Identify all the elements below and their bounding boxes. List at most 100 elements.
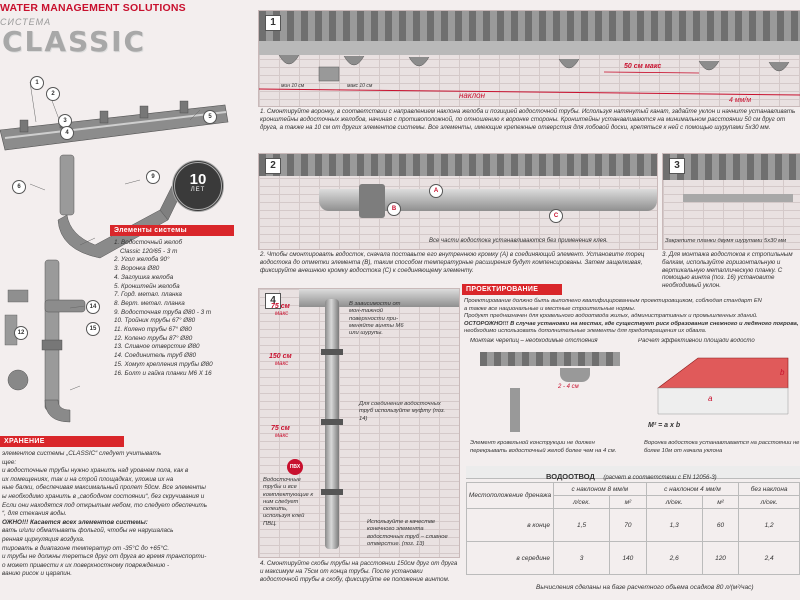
callout-4: 4 [60,126,74,140]
storage-line: ные балки, обеспечивая максимальный прол… [2,484,206,492]
component-item: 15. Хомут крепления трубы Ø80 [114,360,213,368]
component-item: 13. Сливное отверстие Ø80 [114,343,200,351]
system-diagram: 1 2 3 4 5 6 9 14 15 12 10 ЛЕТ [0,60,255,430]
brand-logo-classic: CLASSIC [2,25,147,58]
tiles-label: Монтаж черепиц – необходимые отстояния [470,338,598,344]
component-item: 1. Водосточный желоб [114,239,183,246]
table-row: в конце 1,5 70 1,3 60 1,2 [466,508,800,542]
design-p1: Проектирование должно быть выполнено ква… [464,298,762,304]
storage-text: элементов системы „CLASSIC“ следует учит… [2,450,252,579]
design-text: Проектирование должно быть выполнено ква… [464,298,800,336]
component-item: Classic 120/65 - 3 m [120,247,178,255]
component-item: 5. Кронштейн желоба [114,282,180,290]
component-item: 4. Заглушка желоба [114,273,174,281]
step4-sealant-note: Водосточные трубы и все комплектующие к … [263,477,314,527]
step1-slope-label: наклон [459,91,485,100]
col-group-8: с наклоном 8 мм/м [553,482,647,496]
step4-pvc-badge: ПВХ [287,459,303,475]
unit-cell: м² [609,495,647,509]
callout-14: 14 [86,300,100,314]
storage-line: тировать в диапазоне температур от -35°С… [2,544,170,552]
design-p3: ОСТОРОЖНО!!! В случае установки на места… [464,320,799,327]
callout-9: 9 [146,170,160,184]
component-item: 16. Болт и гайка планки М6 Х 16 [114,369,212,377]
component-item: 12. Колено трубы 87° Ø80 [114,334,193,342]
storage-line: ОЖНО!!! Касается всех элементов системы: [2,518,148,526]
component-item: 14. Соединитель труб Ø80 [114,352,197,360]
table-cell: 2,6 [645,541,703,575]
table-cell: 60 [701,508,740,542]
callout-15: 15 [86,322,100,336]
step3-rafter [683,194,793,202]
brand-system-word: СИСТЕМА [0,17,52,27]
step4-coupling-note: Для соединения водосточных труб использу… [359,401,446,422]
storage-line: Если они находятся под открытым небом, т… [2,501,208,509]
tiles-diagram: Монтаж черепиц – необходимые отстояния 2… [470,338,630,436]
step2-number: 2 [265,158,281,174]
area-label: Расчет эффективной площади водосто [638,338,755,344]
step4-dim-2: 150 см [269,353,292,360]
step4-end-note: Используйте в качестве конечного элемент… [367,519,448,547]
design-p2: Продукт предназначен для кровельного вод… [464,313,758,320]
step3-panel: 3 Закрепите планки двумя шурупами 5x30 м… [662,153,800,250]
step2-roof [259,154,657,176]
area-formula: M² = a x b [648,422,681,429]
step2-text: 2. Чтобы смонтировать водосток, сначала … [260,251,645,274]
step1-fascia [259,41,800,55]
step1-text: 1. Смонтируйте воронку, в соответствии с… [260,108,796,131]
step1-drawing [259,54,800,96]
table-cell: 1,3 [645,508,703,542]
step1-dim-left: мин 10 см [281,83,305,89]
component-item: 10. Тройник трубы 67° Ø80 [114,317,196,325]
warranty-badge: 10 ЛЕТ [172,160,224,212]
step2-panel: 2 A B C Все части водостока устанавливаю… [258,153,658,250]
design-section: ПРОЕКТИРОВАНИЕ Проектирование должно быт… [462,284,800,464]
tiles-roof [480,352,620,366]
storage-line: щее: [2,458,17,466]
step4-dim-3: 75 см [271,425,290,432]
step1-dim-mid: макс 10 см [347,83,373,89]
warranty-badge-unit: ЛЕТ [190,187,206,193]
components-title: Элементы системы [110,225,234,236]
storage-section: ХРАНЕНИЕ элементов системы „CLASSIC“ сле… [0,436,252,600]
step4-number: 4 [265,293,281,309]
storage-line: и водосточные трубы нужно хранить над ур… [2,467,189,475]
col-group-4: с наклоном 4 мм/м [645,482,740,496]
step4-dim-1-max: макс [275,311,289,317]
step4-dim-2-max: макс [275,361,289,367]
step2-label-a: A [429,184,443,198]
drainage-footnote: Вычисления сделаны на базе расчетного об… [536,584,754,591]
table-cell: 140 [609,541,647,575]
storage-line: ванию рисок и царапин. [2,570,73,578]
component-item: 11. Колено трубы 67° Ø80 [114,326,192,334]
component-item: 7. Горд. метал. планка [114,291,182,299]
brand-header: WATER MANAGEMENT SOLUTIONS СИСТЕМА CLASS… [0,0,255,60]
storage-line: вать и/или обматывать фольгой, чтобы не … [2,527,174,535]
tiles-downpipe [510,388,520,432]
step4-clip-2 [321,419,343,425]
step4-clip-3 [321,489,343,495]
step2-note: Все части водостока устанавливаются без … [429,238,608,244]
step3-number: 3 [669,158,685,174]
storage-line: и трубы не должны тереться друг от друга… [2,553,207,561]
table-cell: 1,2 [738,508,800,542]
component-item: 2. Угол желоба 90° [114,256,170,264]
unit-cell: м² [701,495,740,509]
table-cell: 120 [701,541,740,575]
area-roof-drawing [657,357,789,415]
table-row: в середине 3 140 2,6 120 2,4 [466,541,800,575]
component-item: 3. Воронка Ø80 [114,265,160,273]
step1-roof [259,11,800,41]
storage-line: о может привести к их поверхностному пов… [2,561,170,569]
storage-line: ренная циркуляция воздуха. [2,535,85,543]
step4-panel: 4 75 см макс 150 см макс 75 см макс В за… [258,288,460,558]
step4-dim-3-max: макс [275,433,289,439]
table-cell: 1,5 [552,508,611,542]
brand-tagline: WATER MANAGEMENT SOLUTIONS [0,2,186,14]
callout-2: 2 [46,87,60,101]
component-item: 8. Верт. метал. планка [114,299,185,307]
storage-line: ы необходимо хранить в „свободном состоя… [2,492,205,500]
step3-roof [663,154,800,180]
step1-slope-value: 4 мм/м [729,97,752,104]
step3-text: 3. Для монтажа водостоков к стропильным … [662,251,793,289]
